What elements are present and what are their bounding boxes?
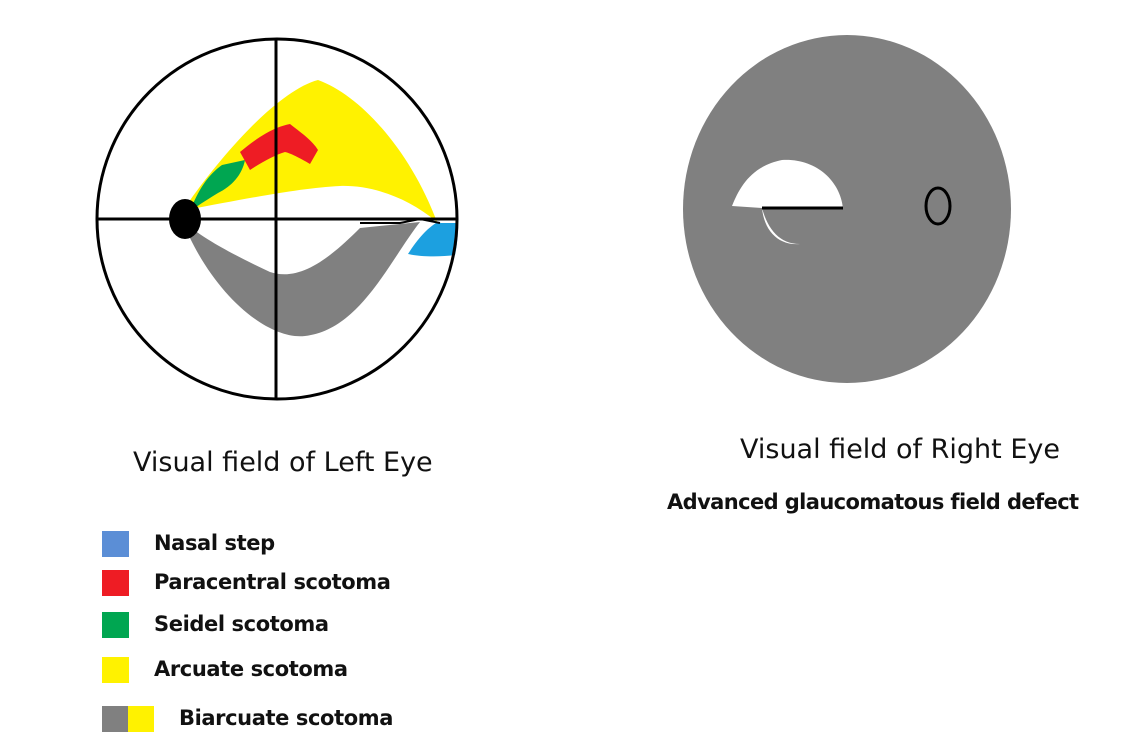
nasal-step-swatch — [102, 531, 129, 557]
arcuate-scotoma-swatch — [102, 657, 129, 683]
left-eye-blind-spot — [169, 199, 201, 239]
right-eye-visual-field — [683, 35, 1011, 383]
legend-label: Biarcuate scotoma — [179, 706, 393, 730]
left-eye-caption: Visual field of Left Eye — [133, 447, 433, 478]
legend-label: Paracentral scotoma — [154, 570, 391, 594]
legend-item-paracentral-scotoma: Paracentral scotoma — [102, 570, 502, 598]
biarcuate-grey-half — [102, 706, 128, 732]
right-eye-caption: Visual field of Right Eye — [740, 434, 1060, 465]
legend-label: Seidel scotoma — [154, 612, 329, 636]
legend-item-nasal-step: Nasal step — [102, 531, 502, 559]
left-eye-field-boundary — [95, 37, 459, 401]
biarcuate-lower-arc-region — [188, 222, 420, 337]
legend-item-seidel-scotoma: Seidel scotoma — [102, 612, 502, 640]
paracentral-scotoma-swatch — [102, 570, 129, 596]
biarcuate-scotoma-swatch — [102, 706, 154, 732]
seidel-scotoma-swatch — [102, 612, 129, 638]
legend-item-arcuate-scotoma: Arcuate scotoma — [102, 657, 502, 685]
paracentral-scotoma-region — [240, 124, 318, 170]
left-eye-visual-field — [95, 37, 459, 401]
right-eye-blind-spot — [924, 186, 952, 226]
seidel-scotoma-region — [192, 160, 245, 210]
nasal-step-contour — [360, 217, 441, 224]
legend-label: Arcuate scotoma — [154, 657, 348, 681]
legend-label: Nasal step — [154, 531, 275, 555]
biarcuate-yellow-half — [128, 706, 154, 732]
nasal-step-region — [408, 223, 458, 257]
right-eye-field-defect — [683, 35, 1011, 383]
right-eye-description: Advanced glaucomatous field defect — [667, 490, 1079, 514]
right-eye-central-island — [732, 159, 843, 245]
legend-item-biarcuate-scotoma: Biarcuate scotoma — [102, 706, 502, 734]
